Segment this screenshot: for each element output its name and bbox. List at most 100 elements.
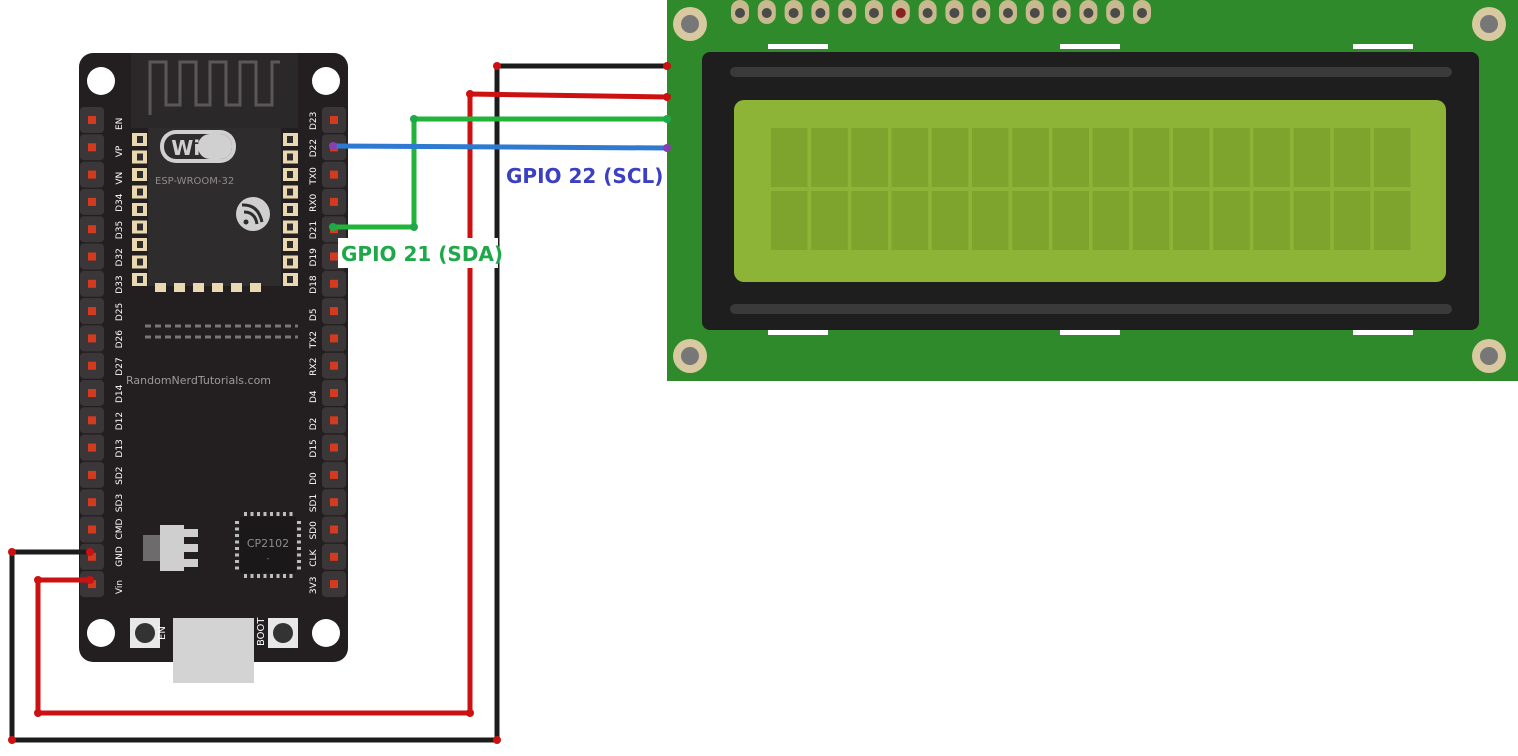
module-pad [174, 283, 185, 292]
pin-label: D14 [115, 384, 125, 403]
voltage-regulator [143, 525, 198, 571]
module-pad [212, 283, 223, 292]
pin-label: D15 [309, 439, 319, 457]
lcd-char-cell [931, 128, 969, 187]
label-sda: GPIO 21 (SDA) [341, 242, 503, 266]
wires [8, 62, 671, 744]
wifi-logo-icon: WiFi [160, 130, 236, 163]
pin-label: CLK [309, 549, 319, 567]
lcd-char-cell [1253, 128, 1290, 187]
lcd-char-cell [972, 191, 1009, 250]
pin-label: SD2 [115, 467, 125, 485]
lcd-char-cell [1092, 191, 1130, 250]
pin-label: D5 [309, 308, 319, 321]
lcd-char-cell [1132, 191, 1170, 250]
wire-vcc [35, 91, 668, 716]
lcd-module [667, 0, 1518, 381]
pin-label: D2 [309, 418, 319, 431]
pin-label: D26 [115, 330, 125, 349]
wire-gnd [9, 63, 667, 743]
pin-label: Vin [115, 580, 125, 594]
lcd-char-cell [1293, 191, 1331, 250]
pin-label: SD3 [115, 494, 125, 512]
pin-label: D35 [115, 221, 125, 239]
en-button-label: EN [157, 626, 168, 640]
pin-label: VN [115, 172, 125, 185]
boot-button[interactable] [268, 618, 298, 648]
cp2102-chip: CP2102 - [235, 512, 301, 578]
lcd-char-cell [771, 191, 808, 250]
espressif-logo-icon [236, 197, 270, 231]
lcd-char-cell [1052, 191, 1089, 250]
module-pad [250, 283, 261, 292]
label-scl: GPIO 22 (SCL) [506, 164, 663, 188]
lcd-char-cell [851, 191, 888, 250]
pin-label: TX0 [309, 167, 319, 186]
lcd-char-cell [1012, 191, 1049, 250]
boot-button-label: BOOT [256, 617, 267, 646]
wifi-logo-text: WiFi [171, 136, 220, 160]
svg-text:-: - [267, 554, 270, 563]
pin-label: RX0 [309, 193, 319, 211]
pin-label: 3V3 [309, 576, 319, 594]
usb-connector [173, 618, 254, 683]
esp32-pin-headers: EN VP VN D34D35D32D33D25D26D27D14D12D13SD2S… [80, 107, 346, 598]
pin-label: D23 [309, 112, 319, 130]
pin-label: CMD [115, 518, 125, 539]
pin-label: D21 [309, 221, 319, 239]
module-pad [155, 283, 166, 292]
lcd-char-cell [1333, 128, 1371, 187]
en-button[interactable] [130, 618, 160, 648]
pin-label: D4 [309, 390, 319, 403]
lcd-char-cell [1253, 191, 1290, 250]
pin-label: D27 [115, 357, 125, 375]
lcd-char-cell [1173, 128, 1210, 187]
lcd-char-cell [1132, 128, 1170, 187]
lcd-char-cell [1333, 191, 1371, 250]
pin-label: D32 [115, 248, 125, 266]
pin-label: EN [115, 118, 125, 130]
lcd-char-cell [972, 128, 1009, 187]
pin-label: D0 [309, 472, 319, 485]
lcd-char-cell [851, 128, 888, 187]
lcd-char-cell [1374, 191, 1411, 250]
lcd-header-pins [731, 0, 1151, 24]
mounting-hole-icon [87, 67, 340, 647]
lcd-character-grid [771, 128, 1411, 250]
module-label: ESP-WROOM-32 [155, 176, 234, 187]
lcd-char-cell [1012, 128, 1049, 187]
chip-label: CP2102 [247, 537, 289, 550]
pin-label: D12 [115, 412, 125, 430]
module-pad [231, 283, 242, 292]
wire-scl [332, 143, 668, 151]
lcd-char-cell [891, 191, 929, 250]
pin-label: GND [115, 546, 125, 567]
lcd-char-cell [1092, 128, 1130, 187]
pin-label: TX2 [309, 331, 319, 349]
module-pad [193, 283, 204, 292]
pin-label: D13 [115, 439, 125, 457]
mounting-hole-icon [673, 7, 1506, 373]
lcd-char-cell [1374, 128, 1411, 187]
pin-label: D33 [115, 275, 125, 293]
pin-label: VP [115, 145, 125, 157]
pin-label: SD1 [309, 494, 319, 512]
lcd-char-cell [891, 128, 929, 187]
esp32-board: WiFi ESP-WROOM-32 RandomNerdTutorials.co… [79, 53, 348, 683]
lcd-char-cell [1173, 191, 1210, 250]
site-credit: RandomNerdTutorials.com [126, 374, 271, 387]
lcd-char-cell [771, 128, 808, 187]
pin-label: D22 [309, 139, 319, 157]
wire-sda [333, 116, 667, 230]
pin-label: D34 [115, 193, 125, 212]
pin-label: SD0 [309, 521, 319, 540]
pin-label: RX2 [309, 358, 319, 376]
pin-label: D25 [115, 303, 125, 321]
lcd-char-cell [1213, 128, 1250, 187]
lcd-char-cell [1213, 191, 1250, 250]
lcd-char-cell [1293, 128, 1331, 187]
lcd-char-cell [1052, 128, 1089, 187]
lcd-char-cell [931, 191, 969, 250]
pin-label: D19 [309, 248, 319, 267]
